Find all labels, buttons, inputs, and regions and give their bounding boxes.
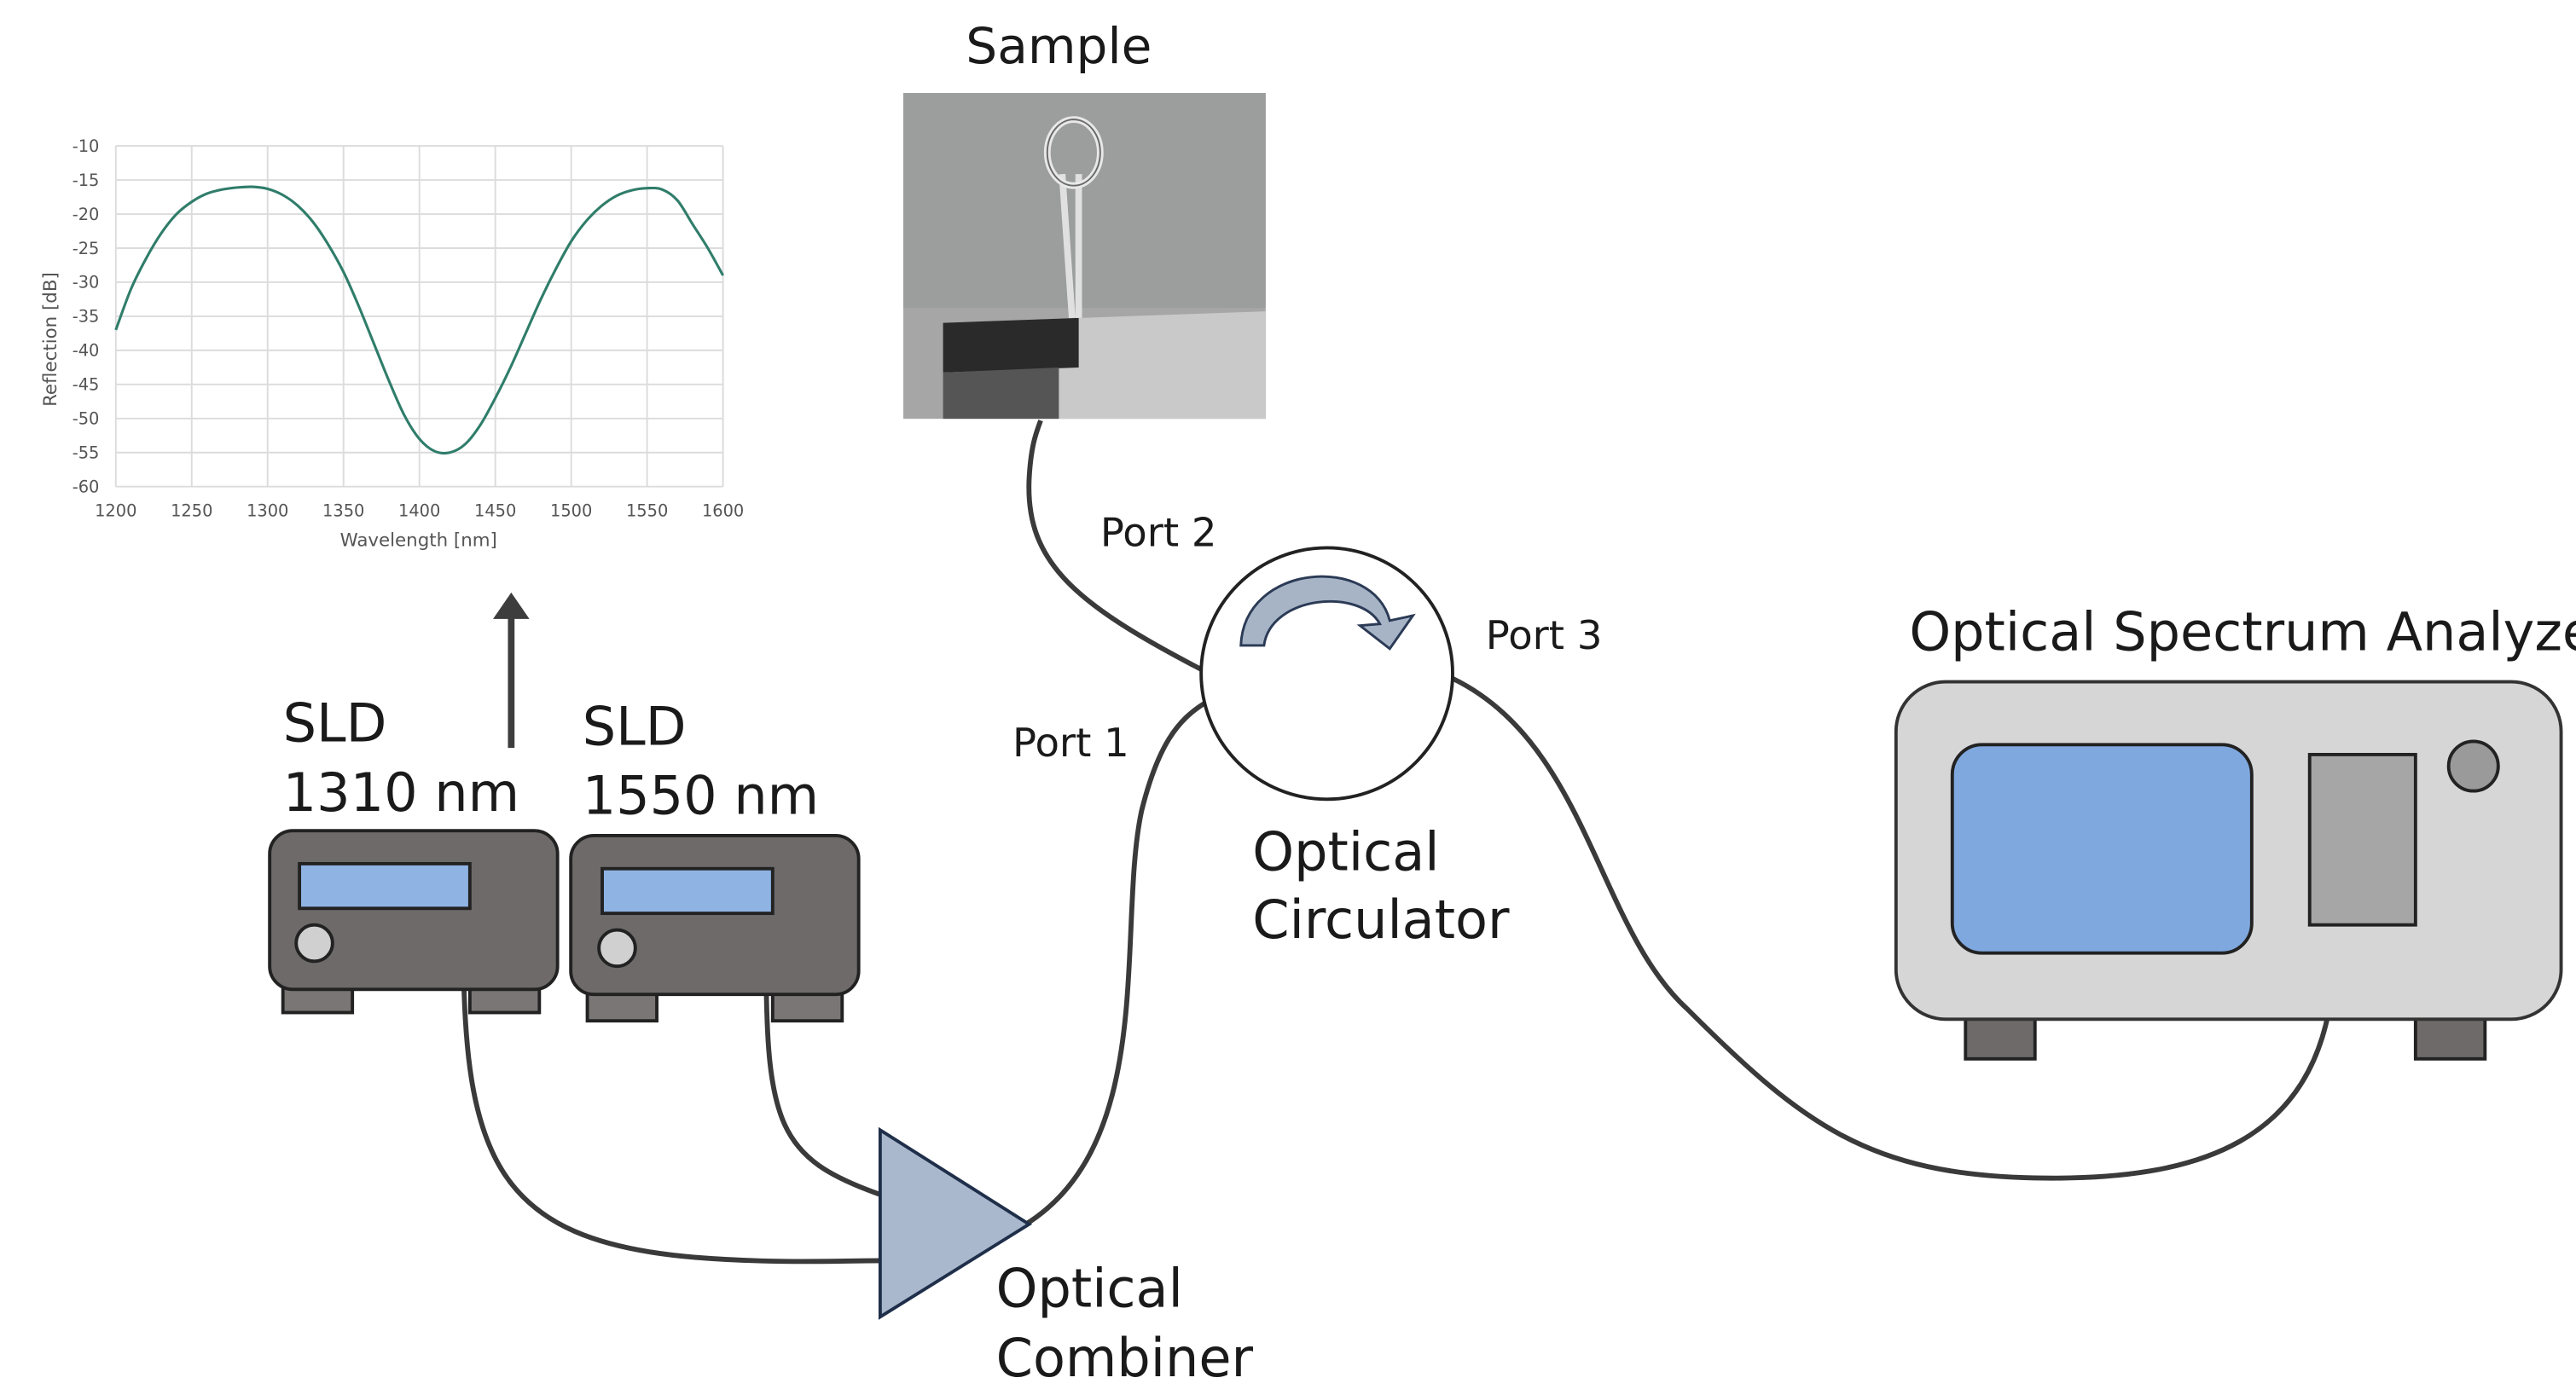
chart-x-tick-label: 1450 xyxy=(474,501,516,521)
chart-x-tick-label: 1400 xyxy=(398,501,440,521)
sld-1310-label-line1: SLD xyxy=(283,692,387,754)
chart-x-tick-label: 1350 xyxy=(322,501,364,521)
up-arrow-icon xyxy=(493,592,530,749)
chart-x-tick-label: 1200 xyxy=(95,501,136,521)
port-2-label: Port 2 xyxy=(1100,510,1217,556)
fiber-sld1-to-combiner xyxy=(461,940,880,1265)
chart-x-tick-labels: 1200 1250 1300 1350 1400 1450 1500 1550 1600 xyxy=(95,501,744,521)
fiber-port2-to-sample xyxy=(1026,420,1204,673)
circular-arrow-icon xyxy=(1239,575,1416,651)
combiner-label-line1: Optical xyxy=(996,1258,1183,1320)
chart-y-tick-label: -20 xyxy=(73,205,100,224)
optical-circulator xyxy=(1199,546,1454,802)
osa-slot xyxy=(2307,752,2417,927)
optical-combiner-icon xyxy=(878,1126,1033,1320)
sld-1310-screen xyxy=(298,861,472,911)
sld-1550-screen xyxy=(600,866,775,916)
chart-x-tick-label: 1250 xyxy=(171,501,212,521)
chart-y-tick-labels: -10 -15 -20 -25 -30 -35 -40 -45 -50 -55 -60 xyxy=(73,136,100,497)
port-3-label: Port 3 xyxy=(1486,612,1603,658)
fiber-port3-to-osa xyxy=(1451,676,2335,1181)
chart-y-axis-label: Reflection [dB] xyxy=(40,272,61,407)
sld-1550-label-line2: 1550 nm xyxy=(583,765,819,827)
fiber-combiner-to-port1 xyxy=(1024,701,1206,1227)
reflection-series-line xyxy=(114,185,724,455)
chart-y-tick-label: -45 xyxy=(73,375,100,395)
chart-x-axis-label: Wavelength [nm] xyxy=(340,530,497,552)
chart-y-tick-label: -25 xyxy=(73,239,100,258)
sld-1550-label-line1: SLD xyxy=(583,695,687,757)
optical-spectrum-analyzer xyxy=(1894,680,2563,1061)
sample-label: Sample xyxy=(966,17,1152,75)
sample-photo xyxy=(903,93,1266,420)
port-1-label: Port 1 xyxy=(1012,720,1129,766)
chart-x-tick-label: 1500 xyxy=(550,501,592,521)
chart-y-tick-label: -30 xyxy=(73,273,100,292)
osa-screen xyxy=(1950,743,2254,955)
osa-knob xyxy=(2446,739,2500,793)
combiner-label-line2: Combiner xyxy=(996,1327,1254,1389)
sld-1550-device xyxy=(569,834,861,1023)
chart-x-tick-label: 1550 xyxy=(626,501,668,521)
fiber-cables xyxy=(461,420,2335,1265)
chart-grid xyxy=(114,145,724,488)
chart-y-tick-label: -60 xyxy=(73,477,100,496)
chart-y-tick-label: -15 xyxy=(73,171,100,190)
chart-y-tick-label: -55 xyxy=(73,443,100,463)
chart-x-tick-label: 1600 xyxy=(702,501,744,521)
chart-y-tick-label: -40 xyxy=(73,341,100,361)
sld-1550-knob xyxy=(597,928,637,969)
sld-1310-label-line2: 1310 nm xyxy=(283,761,519,824)
sld-1310-device xyxy=(268,829,560,1015)
osa-label: Optical Spectrum Analyzer xyxy=(1909,601,2576,663)
chart-y-tick-label: -50 xyxy=(73,409,100,429)
chart-y-tick-label: -35 xyxy=(73,307,100,327)
circulator-label-line1: Optical xyxy=(1252,821,1439,883)
chart-x-tick-label: 1300 xyxy=(247,501,288,521)
circulator-label-line2: Circulator xyxy=(1252,889,1510,951)
fiber-sld2-to-combiner xyxy=(763,951,881,1197)
sld-1310-knob xyxy=(294,923,334,964)
chart-y-tick-label: -10 xyxy=(73,136,100,156)
